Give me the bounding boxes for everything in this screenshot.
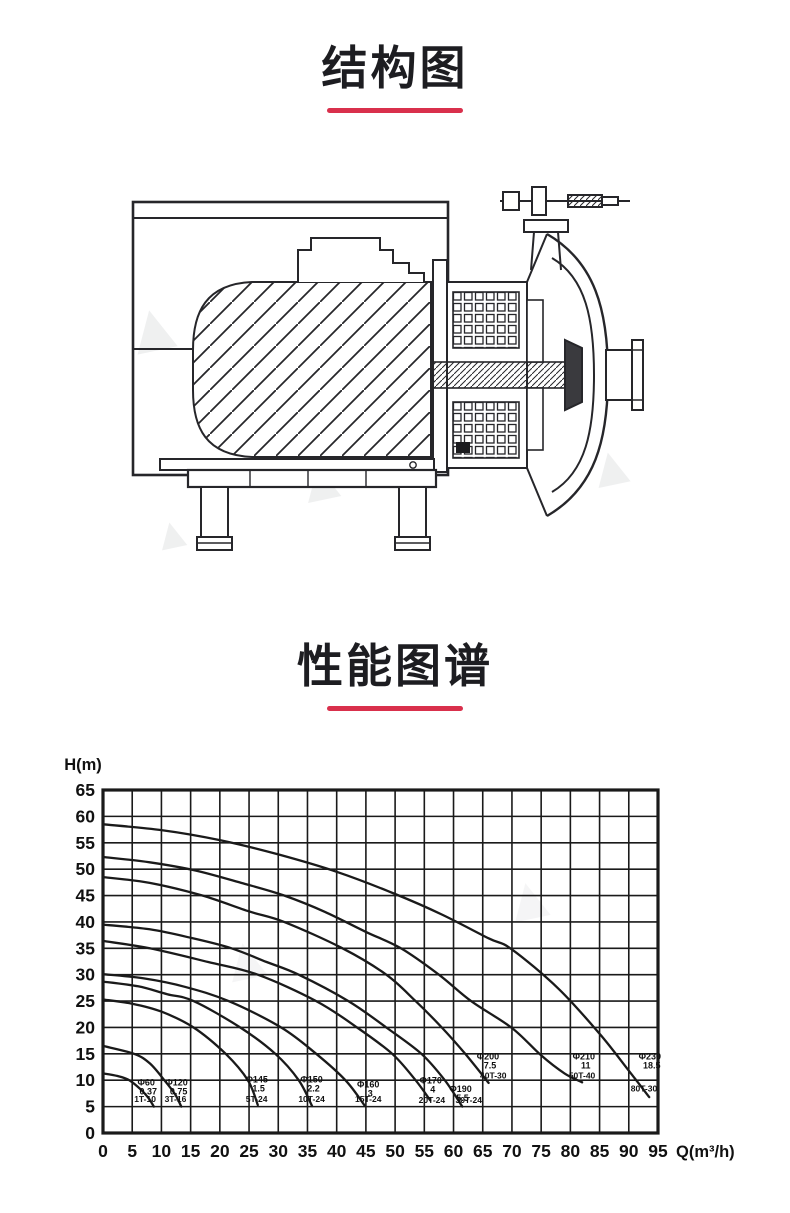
y-tick-label: 0 [85, 1123, 95, 1143]
pump-shaft [432, 361, 566, 389]
y-tick-label: 35 [76, 938, 96, 958]
stator-winding-upper [452, 291, 520, 349]
x-tick-label: 50 [385, 1141, 405, 1161]
y-tick-label: 25 [76, 991, 96, 1011]
x-tick-label: 35 [298, 1141, 318, 1161]
x-tick-label: 5 [127, 1141, 137, 1161]
curve-impeller-label: Φ200 [477, 1052, 499, 1062]
x-tick-label: 10 [152, 1141, 172, 1161]
pump-curve-30T-24 [101, 923, 464, 1108]
y-tick-label: 30 [76, 965, 96, 985]
x-tick-label: 15 [181, 1141, 201, 1161]
curve-impeller-label: Φ170 [420, 1075, 442, 1085]
discharge-valve [502, 191, 520, 211]
x-tick-label: 55 [415, 1141, 435, 1161]
curve-impeller-label: Φ60 [138, 1078, 155, 1088]
x-tick-label: 0 [98, 1141, 108, 1161]
x-tick-label: 85 [590, 1141, 610, 1161]
curve-impeller-label: Φ210 [573, 1052, 595, 1062]
pump-curve-1T-10 [101, 1072, 155, 1108]
curve-impeller-label: Φ230 [639, 1052, 661, 1062]
support-foot [200, 486, 229, 538]
x-axis-title: Q(m³/h) [676, 1143, 735, 1161]
baseplate [159, 458, 435, 471]
curve-model-label: 5T-24 [246, 1094, 268, 1104]
pump-curve-15T-24 [101, 973, 366, 1107]
x-tick-label: 25 [239, 1141, 259, 1161]
stator-winding-lower [452, 401, 520, 459]
x-tick-label: 65 [473, 1141, 493, 1161]
curve-model-label: 50T-40 [569, 1071, 596, 1081]
curve-model-label: 20T-24 [419, 1095, 446, 1105]
curve-impeller-label: Φ190 [449, 1084, 471, 1094]
support-foot [398, 486, 427, 538]
discharge-pipe [530, 231, 562, 271]
curve-power-label: 1.5 [252, 1083, 265, 1093]
curve-power-label: 11 [581, 1061, 591, 1071]
performance-title-underline [327, 706, 463, 711]
curve-model-label: 1T-10 [134, 1094, 156, 1104]
curve-model-label: 3T-16 [165, 1094, 187, 1104]
suction-pipe [605, 349, 633, 401]
x-tick-label: 90 [619, 1141, 639, 1161]
curve-power-label: 2.2 [307, 1083, 320, 1093]
x-tick-label: 30 [269, 1141, 289, 1161]
curve-power-label: 0.37 [139, 1087, 157, 1097]
curve-impeller-label: Φ160 [357, 1080, 379, 1090]
y-tick-label: 50 [76, 859, 96, 879]
pump-structure-diagram [131, 186, 644, 551]
curve-model-label: 15T-24 [355, 1094, 382, 1104]
y-tick-label: 20 [76, 1017, 96, 1037]
impeller [564, 338, 583, 412]
x-tick-label: 45 [356, 1141, 376, 1161]
curve-impeller-label: Φ145 [245, 1074, 267, 1084]
pump-curve-80T-30 [101, 823, 651, 1099]
x-tick-label: 60 [444, 1141, 464, 1161]
curve-power-label: 0.75 [170, 1087, 188, 1097]
curve-power-label: 5.5 [456, 1093, 469, 1103]
terminal-box-steps [297, 237, 425, 282]
y-tick-label: 5 [85, 1097, 95, 1117]
performance-title: 性能图谱 [297, 640, 493, 692]
pump-curve-20T-24 [101, 939, 432, 1102]
curve-impeller-label: Φ120 [165, 1078, 187, 1088]
y-tick-label: 40 [76, 912, 96, 932]
pump-curve-50T-40 [101, 855, 584, 1084]
curve-power-label: 4 [430, 1084, 435, 1094]
pump-curve-5T-24 [101, 998, 259, 1107]
pump-curve-10T-24 [101, 980, 314, 1108]
structure-title: 结构图 [321, 42, 469, 94]
performance-section-header: 性能图谱 [0, 630, 790, 711]
x-tick-label: 70 [502, 1141, 522, 1161]
structure-title-underline [327, 108, 463, 113]
plot-border [101, 788, 660, 1135]
pump-curve-3T-16 [101, 1044, 183, 1108]
curve-model-label: 80T-30 [631, 1083, 658, 1093]
y-tick-label: 55 [76, 833, 96, 853]
y-tick-label: 10 [76, 1070, 96, 1090]
y-tick-label: 65 [76, 780, 96, 800]
x-tick-label: 75 [531, 1141, 551, 1161]
motor-body-section [192, 281, 432, 458]
x-tick-label: 95 [648, 1141, 668, 1161]
y-tick-label: 15 [76, 1044, 96, 1064]
curve-power-label: 3 [368, 1089, 373, 1099]
structure-section-header: 结构图 [0, 32, 790, 113]
x-tick-label: 80 [561, 1141, 581, 1161]
curve-model-label: 10T-24 [298, 1094, 325, 1104]
curve-power-label: 18.5 [643, 1061, 661, 1071]
curve-model-label: 40T-30 [480, 1071, 507, 1081]
pump-drawing-lines [131, 186, 644, 551]
pump-curve-40T-30 [101, 875, 490, 1085]
y-tick-label: 45 [76, 886, 96, 906]
y-tick-label: 60 [76, 806, 96, 826]
curve-impeller-label: Φ150 [300, 1074, 322, 1084]
suction-flange [631, 339, 644, 411]
curve-model-label: 30T-24 [455, 1095, 482, 1105]
curve-power-label: 7.5 [484, 1061, 497, 1071]
x-tick-label: 40 [327, 1141, 347, 1161]
x-tick-label: 20 [210, 1141, 230, 1161]
y-axis-title: H(m) [65, 756, 102, 774]
